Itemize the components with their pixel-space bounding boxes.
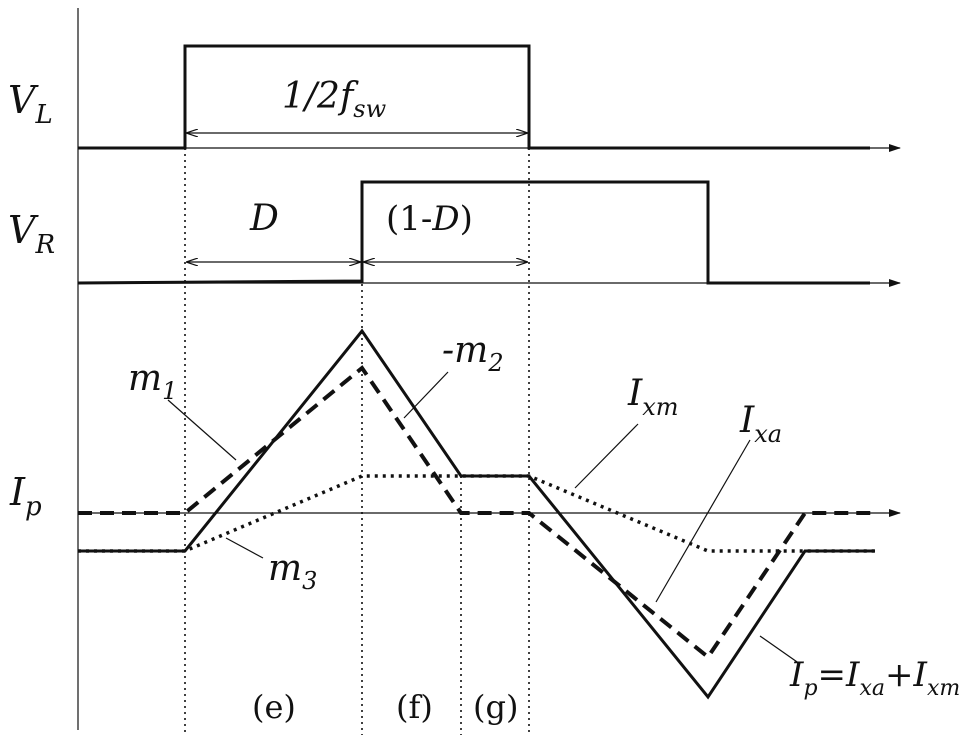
ixm-label: Ixm: [627, 373, 679, 421]
ip-equation-label: Ip=Ixa+Ixm: [789, 655, 960, 701]
complement-label: (1-D): [386, 199, 473, 239]
ip-equation-leader: [759, 635, 801, 665]
ip-label: Ip: [9, 470, 42, 522]
vr-waveform: [77, 180, 870, 285]
mode-e-label: (e): [252, 688, 296, 726]
m2-leader: [403, 371, 449, 419]
duty-label: D: [249, 198, 279, 239]
mode-f-label: (f): [396, 688, 433, 726]
half-period-label: 1/2fsw: [282, 76, 387, 123]
ixa-current-waveform: [78, 365, 875, 660]
m1-leader: [167, 399, 237, 461]
ip-total-current-waveform: [78, 328, 875, 700]
ixa-leader: [655, 439, 751, 603]
ixm-leader: [574, 423, 639, 489]
vr-label: VR: [8, 208, 55, 260]
m3-label: m3: [268, 548, 317, 595]
ixa-label: Ixa: [739, 400, 782, 448]
vl-waveform: [78, 44, 870, 150]
m3-leader: [225, 537, 264, 559]
m2-label: -m2: [442, 330, 504, 377]
ixm-current-waveform: [78, 474, 875, 553]
mode-g-label: (g): [473, 688, 518, 726]
m1-label: m1: [128, 358, 177, 405]
vl-label: VL: [8, 78, 53, 130]
